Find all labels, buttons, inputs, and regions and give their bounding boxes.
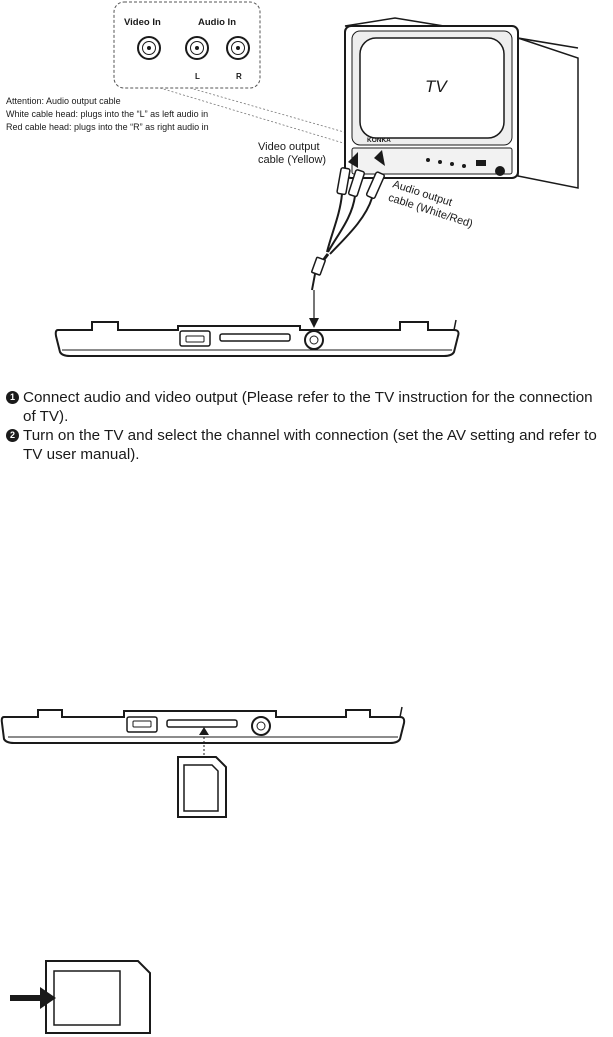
- memory-card-front: [45, 960, 151, 1034]
- insert-direction-arrow-icon: [10, 987, 56, 1009]
- attention-note-line-1: Attention: Audio output cable: [6, 96, 121, 106]
- instruction-steps: 1 Connect audio and video output (Please…: [6, 388, 606, 464]
- video-cable-label-line-2: cable (Yellow): [258, 154, 326, 166]
- right-channel-label: R: [236, 72, 242, 81]
- audio-in-right-jack: [226, 36, 250, 60]
- step-number-badge: 2: [6, 429, 19, 442]
- left-channel-label: L: [195, 72, 200, 81]
- av-cable: [309, 167, 385, 328]
- attention-note-line-3: Red cable head: plugs into the “R” as ri…: [6, 122, 209, 132]
- step-text: Turn on the TV and select the channel wi…: [23, 427, 597, 463]
- step-item: 2 Turn on the TV and select the channel …: [6, 426, 606, 464]
- step-item: 1 Connect audio and video output (Please…: [6, 388, 606, 426]
- audio-cable-label: Audio output cable (White/Red): [387, 178, 474, 230]
- step-number-badge: 1: [6, 391, 19, 404]
- audio-in-left-jack: [185, 36, 209, 60]
- memory-card-insert-guide: [177, 727, 227, 818]
- device-side-view-top: [54, 319, 460, 357]
- card-insertion-diagram: [0, 706, 406, 818]
- video-in-label: Video In: [124, 17, 161, 28]
- attention-note-line-2: White cable head: plugs into the “L” as …: [6, 109, 208, 119]
- video-in-jack: [137, 36, 161, 60]
- tv-set: [344, 17, 579, 189]
- video-cable-label-line-1: Video output: [258, 141, 320, 153]
- connection-arrows: [348, 150, 385, 168]
- step-text: Connect audio and video output (Please r…: [23, 389, 593, 425]
- tv-connection-diagram: Video In Audio In L R Attention: Audio o…: [6, 1, 579, 357]
- callout-leader-lines: [159, 87, 373, 149]
- device-side-view-bottom: [0, 706, 406, 744]
- card-orientation-diagram: [10, 960, 151, 1034]
- tv-brand-label: KONKA: [367, 137, 391, 144]
- tv-screen-label: TV: [425, 77, 448, 96]
- audio-in-label: Audio In: [198, 17, 236, 28]
